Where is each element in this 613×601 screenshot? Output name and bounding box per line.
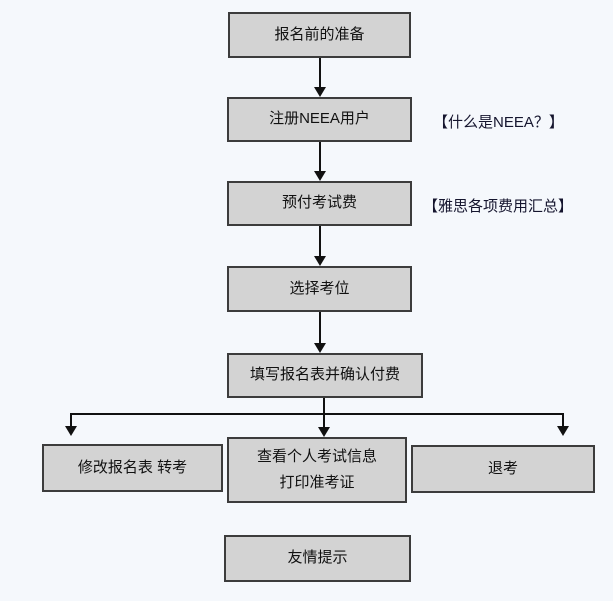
connector-line-1 <box>319 58 321 88</box>
connector-line-4 <box>319 312 321 344</box>
node-select-seat-label: 选择考位 <box>289 279 350 297</box>
node-register-neea[interactable]: 注册NEEA用户 <box>227 97 412 142</box>
arrow-down-icon-3 <box>314 256 326 266</box>
node-friendly-tips[interactable]: 友情提示 <box>224 535 411 582</box>
branch-right-line <box>562 413 564 427</box>
node-fill-form-confirm-pay[interactable]: 填写报名表并确认付费 <box>227 353 423 398</box>
arrow-down-icon-right <box>557 426 569 436</box>
arrow-down-icon-left <box>65 426 77 436</box>
node-prepay-fee[interactable]: 预付考试费 <box>227 181 412 226</box>
node-withdraw[interactable]: 退考 <box>411 445 595 493</box>
branch-left-line <box>70 413 72 427</box>
node-modify-form-transfer-label: 修改报名表 转考 <box>77 458 188 476</box>
arrow-down-icon-4 <box>314 343 326 353</box>
node-print-ticket-label: 打印准考证 <box>279 474 355 491</box>
node-select-seat[interactable]: 选择考位 <box>227 266 412 312</box>
link-ielts-fees-summary[interactable]: 【雅思各项费用汇总】 <box>423 198 574 215</box>
node-view-info-print-ticket[interactable]: 查看个人考试信息 打印准考证 <box>227 437 407 503</box>
node-withdraw-label: 退考 <box>487 459 518 477</box>
branch-rail-line <box>71 413 564 415</box>
arrow-down-icon-5 <box>318 427 330 437</box>
node-preparation-label: 报名前的准备 <box>274 25 365 43</box>
node-modify-form-transfer[interactable]: 修改报名表 转考 <box>42 444 223 492</box>
node-friendly-tips-label: 友情提示 <box>287 549 348 567</box>
node-register-neea-label: 注册NEEA用户 <box>269 110 370 128</box>
connector-line-3 <box>319 226 321 257</box>
node-prepay-fee-label: 预付考试费 <box>281 194 357 212</box>
node-preparation[interactable]: 报名前的准备 <box>228 12 411 58</box>
arrow-down-icon-1 <box>314 87 326 97</box>
node-view-info-label: 查看个人考试信息 <box>256 447 377 465</box>
link-what-is-neea[interactable]: 【什么是NEEA？】 <box>433 114 564 131</box>
node-fill-form-confirm-pay-label: 填写报名表并确认付费 <box>249 366 400 384</box>
arrow-down-icon-2 <box>314 171 326 181</box>
connector-line-2 <box>319 142 321 172</box>
